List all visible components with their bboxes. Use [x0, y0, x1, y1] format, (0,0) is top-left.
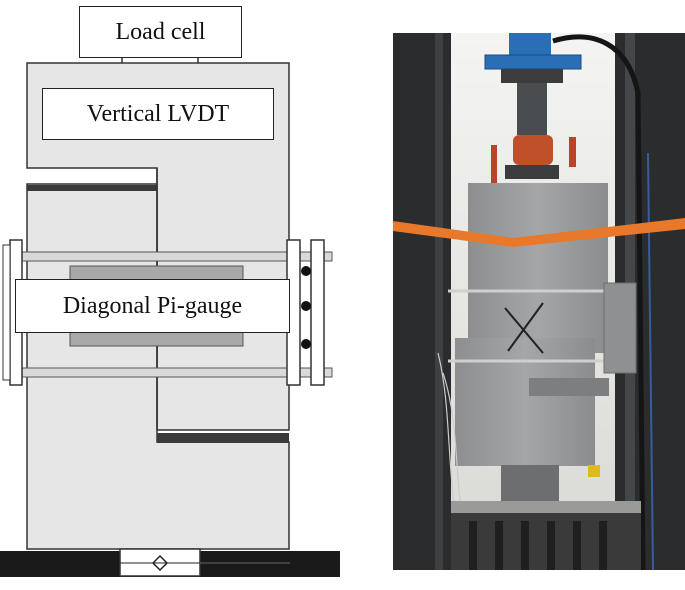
clamp-plate-left-inner — [2, 244, 11, 381]
diagonal-pi-gauge-label: Diagonal Pi-gauge — [15, 279, 290, 333]
base-platform — [451, 501, 641, 513]
lvdt-sensor-left — [491, 145, 497, 183]
clamp-bar-bottom — [2, 367, 333, 378]
grating-slot-4 — [547, 521, 555, 570]
base-grating — [451, 513, 641, 570]
grating-slot-5 — [573, 521, 581, 570]
specimen-lower-block — [455, 338, 595, 466]
grating-slot-2 — [495, 521, 503, 570]
lower-load-block — [501, 465, 559, 505]
load-cell-body — [513, 135, 553, 165]
actuator-top-block — [509, 33, 551, 55]
load-cell-base — [505, 165, 559, 179]
grating-slot-3 — [521, 521, 529, 570]
specimen-upper-block — [468, 183, 608, 353]
photo-side-plate — [603, 282, 637, 374]
clamp-bar-top — [2, 251, 333, 262]
hydraulic-hose — [552, 34, 646, 571]
orange-strap — [393, 218, 685, 247]
actuator-rod — [517, 83, 547, 135]
frame-column-left-highlight — [435, 33, 443, 570]
specimen-notch — [529, 378, 609, 396]
bolt-2 — [301, 301, 311, 311]
yellow-clamp — [588, 465, 600, 477]
bolt-1 — [301, 266, 311, 276]
lvdt-sensor-right — [569, 137, 576, 167]
specimen-schematic: Load cell Vertical LVDT Diagonal Pi-gaug… — [0, 6, 340, 577]
photo-illustration — [393, 33, 685, 571]
test-setup-photo — [393, 33, 685, 571]
grating-slot-6 — [599, 521, 607, 570]
pi-gauge-diagonal-2 — [507, 302, 544, 352]
load-cell-label: Load cell — [79, 6, 242, 58]
vertical-lvdt-label: Vertical LVDT — [42, 88, 274, 140]
bolt-3 — [301, 339, 311, 349]
steel-plate-top — [27, 185, 157, 191]
steel-plate-bottom — [157, 433, 289, 443]
actuator-plate — [484, 54, 582, 70]
actuator-collar — [501, 69, 563, 83]
clamp-plate-right-outer — [310, 239, 325, 386]
grating-slot-1 — [469, 521, 477, 570]
